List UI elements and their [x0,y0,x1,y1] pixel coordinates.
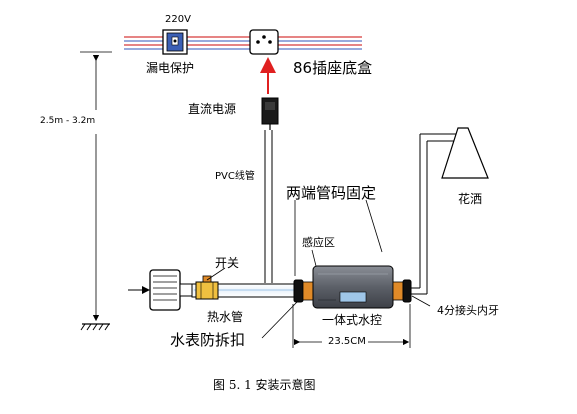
meter-clamp-label: 水表防拆扣 [170,331,246,349]
fitting-label: 4分接头内牙 [437,304,499,317]
dc-power-label: 直流电源 [188,102,237,116]
mains-wires [124,36,362,50]
integrated-controller-icon [312,265,394,309]
valve-icon [195,275,219,300]
breaker-icon [162,29,188,55]
leakage-protector-label: 漏电保护 [146,61,195,75]
fix-ends-label: 两端管码固定 [286,184,377,202]
right-clamp-ring [392,279,412,303]
pvc-conduit-label: PVC线管 [215,171,255,182]
sensing-zone-label: 感应区 [302,236,335,249]
left-clamp-ring [293,279,314,303]
ground-symbol-icon [80,323,110,331]
height-range-label: 2.5m - 3.2m [40,116,96,126]
height-dimension [80,51,112,322]
integrated-controller-label: 一体式水控 [322,313,383,327]
hot-water-pipe-label: 热水管 [207,310,244,324]
shower-head-icon [441,127,489,179]
voltage-label: 220V [165,14,191,25]
shower-head-label: 花洒 [458,192,483,206]
socket-box-label: 86插座底盒 [293,59,373,77]
figure-caption: 图 5. 1 安装示意图 [213,378,316,392]
length-dimension [292,304,411,348]
dc-adapter-icon [261,97,279,130]
water-meter-icon [149,269,193,311]
switch-label: 开关 [215,256,240,270]
socket-box-icon [249,29,279,55]
length-label: 23.5CM [328,336,366,347]
leader-lines [206,199,431,339]
pvc-conduit [264,130,273,283]
